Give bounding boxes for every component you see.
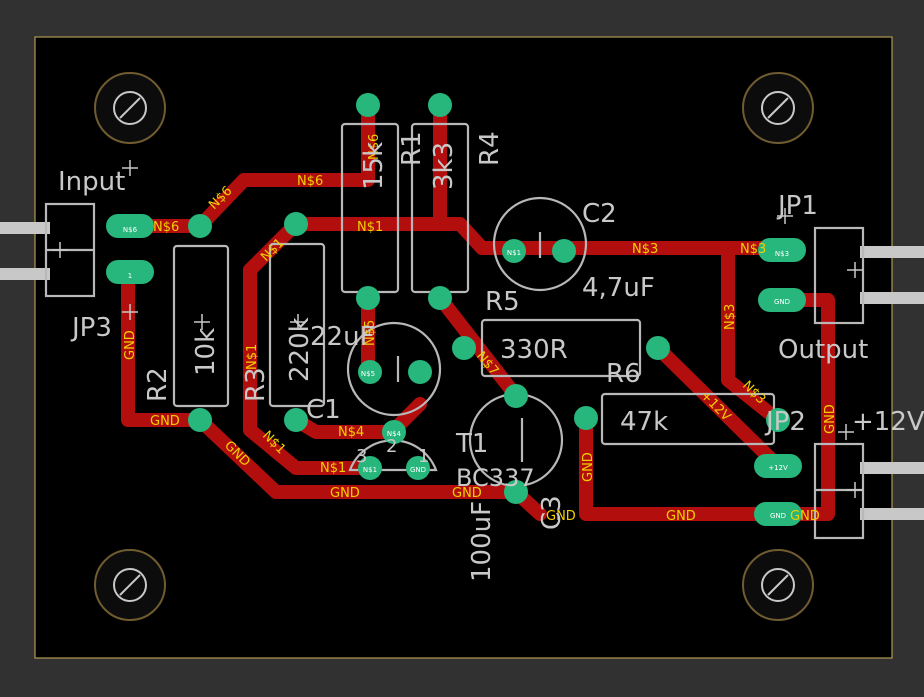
r2-value: 10k	[191, 328, 221, 376]
pad-label: GND	[410, 466, 426, 474]
r2-label: R2	[143, 367, 173, 402]
pad-label: GND	[770, 512, 786, 520]
net-label: GND	[823, 404, 838, 434]
c3-label: C3	[537, 495, 567, 530]
pad-label: 1	[128, 272, 132, 280]
c2-label: C2	[582, 199, 617, 229]
net-label: N$3	[723, 304, 738, 330]
net-label: GND	[546, 509, 576, 524]
r3-value: 220k	[285, 317, 315, 382]
r6-label: R6	[606, 359, 641, 389]
net-label: GND	[123, 330, 138, 360]
pad-label: N$1	[507, 249, 521, 257]
pads	[106, 93, 806, 526]
net-label: GND	[452, 486, 482, 501]
r1-value: 15k	[359, 142, 389, 190]
r4-value: 3k3	[429, 142, 459, 190]
c1-label: C1	[306, 395, 341, 425]
pad-label: N$1	[363, 466, 377, 474]
net-label: N$6	[367, 134, 382, 160]
net-label: N$5	[363, 320, 378, 346]
net-label: N$3	[740, 242, 766, 257]
net-label: GND	[790, 509, 820, 524]
r4-label: R4	[475, 131, 505, 166]
v12-label: +12V	[852, 407, 924, 437]
r5-value: 330R	[500, 335, 568, 365]
t1-pin1: 1	[418, 446, 429, 467]
t1-value: BC337	[456, 464, 535, 492]
net-label: N$4	[338, 425, 364, 440]
pad-label: N$6	[123, 226, 138, 234]
pad-label: N$3	[775, 250, 789, 258]
r3-label: R3	[241, 367, 271, 402]
r6-value: 47k	[620, 407, 668, 437]
t1-pin3: 3	[356, 446, 367, 467]
t1-label: T1	[455, 429, 488, 459]
net-label: N$1	[357, 220, 383, 235]
net-label: GND	[150, 414, 180, 429]
output-label: Output	[778, 335, 868, 365]
net-label: GND	[666, 509, 696, 524]
pad-label: N$5	[361, 370, 375, 378]
net-label: N$1	[320, 461, 346, 476]
pad-label: N$4	[387, 430, 402, 438]
origin-crosses	[52, 160, 863, 498]
net-label: GND	[581, 452, 596, 482]
net-label: N$6	[153, 220, 179, 235]
wire-stubs	[0, 222, 924, 520]
pad-label: +12V	[768, 464, 788, 472]
c3-value: 100uF	[467, 501, 497, 582]
pad-label: GND	[774, 298, 790, 306]
c1-value: 22uF	[310, 322, 375, 352]
net-label: GND	[330, 486, 360, 501]
t1-pin2: 2	[386, 436, 397, 457]
jp2-label: JP2	[764, 407, 806, 437]
jp3-label: JP3	[70, 313, 112, 343]
component-labels: Input JP3 JP1 Output JP2 +12V R1 15k R4 …	[58, 131, 924, 582]
net-label: N$6	[297, 174, 323, 189]
mounting-holes	[94, 72, 814, 621]
c2-value: 4,7uF	[582, 273, 655, 303]
input-label: Input	[58, 167, 125, 197]
r1-label: R1	[397, 131, 427, 166]
net-label: N$3	[632, 242, 658, 257]
pad-labels: N$6 1 N$3 GND +12V GND N$5 N$1 N$1 N$4 G…	[123, 226, 790, 520]
r5-label: R5	[485, 287, 520, 317]
net-label: N$1	[245, 344, 260, 370]
